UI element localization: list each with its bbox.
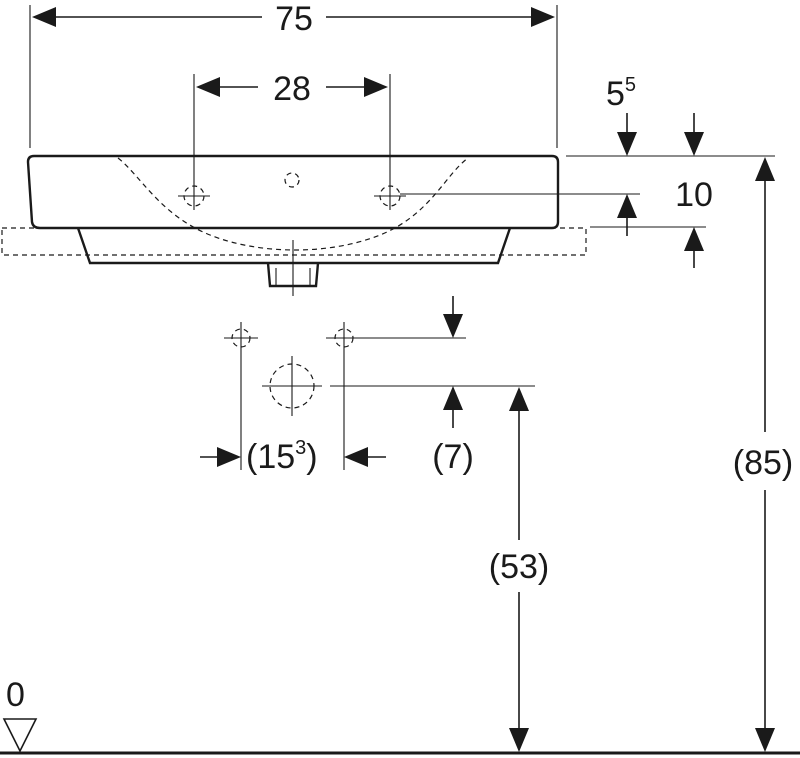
arrow-up [617, 194, 637, 218]
rim-offset-label: 55 [606, 74, 636, 113]
arrow-right [217, 447, 241, 467]
tap-hole-spacing-dimension: 28 [193, 70, 391, 210]
supply-connections: (7) (153) [200, 296, 535, 476]
arrow-down [443, 314, 463, 338]
floor-level-label: 0 [6, 676, 25, 714]
washbasin-side-view [1, 154, 587, 296]
arrow-left [32, 7, 56, 27]
arrow-up [509, 387, 529, 411]
arrow-up [755, 157, 775, 181]
overall-width-dimension: 75 [29, 0, 558, 148]
rim-dimensions: 55 10 [400, 74, 775, 268]
arrow-down [509, 728, 529, 752]
level-marker-icon [2, 718, 38, 753]
floor-reference: 0 [0, 676, 800, 755]
supply-spacing-label: (153) [246, 437, 318, 476]
arrow-left [196, 77, 220, 97]
arrow-up [684, 227, 704, 251]
supply-offset-label: (7) [432, 438, 474, 476]
waste-height-dimension: (53) [489, 387, 549, 752]
overflow-hole [284, 172, 300, 188]
arrow-right [531, 7, 555, 27]
rim-height-label: 10 [675, 176, 713, 214]
total-height-label: (85) [733, 444, 793, 482]
arrow-down [755, 728, 775, 752]
total-height-dimension: (85) [733, 157, 793, 752]
arrow-right [364, 77, 388, 97]
arrow-up [443, 386, 463, 410]
width-total-label: 75 [275, 0, 313, 38]
arrow-left [344, 447, 368, 467]
tap-hole-spacing-label: 28 [273, 70, 311, 108]
waste-height-label: (53) [489, 548, 549, 586]
arrow-down [617, 132, 637, 156]
arrow-down [684, 132, 704, 156]
